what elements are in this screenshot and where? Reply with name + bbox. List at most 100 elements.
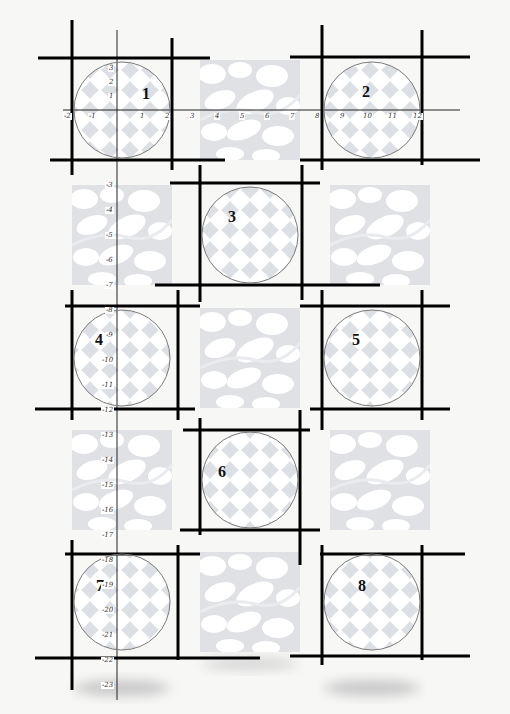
axis-tick-label: -19	[101, 582, 114, 589]
frame-line	[321, 545, 324, 665]
frame-line	[320, 553, 465, 556]
axis-tick-label: -20	[101, 607, 114, 614]
circle-number: 5	[352, 332, 360, 348]
circle-outline	[72, 60, 172, 160]
cloud-tile	[198, 552, 300, 655]
circle-outline	[72, 308, 172, 408]
circle-fill	[74, 310, 170, 406]
circle-number: 6	[218, 464, 226, 480]
cloud-tile	[198, 308, 300, 411]
axis-tick-label: -5	[105, 232, 114, 239]
frame-line	[199, 418, 202, 535]
frame-line	[177, 290, 180, 420]
axis-tick-label: -13	[101, 432, 114, 439]
axis-tick-label: 3	[108, 65, 114, 72]
cloud-tiles	[70, 60, 430, 655]
frame-line	[421, 290, 424, 420]
axis-tick-label: -1	[88, 113, 97, 120]
axis-tick-label: -23	[101, 682, 114, 689]
numbered-circle: 2	[322, 60, 422, 160]
frame-line	[177, 545, 180, 660]
x-axis	[63, 110, 460, 111]
cloud-tile	[328, 185, 430, 288]
frame-line	[183, 429, 310, 432]
frame-line	[171, 38, 174, 170]
frame-line	[421, 545, 424, 660]
frame-line	[301, 165, 304, 300]
axis-tick-label: -12	[101, 407, 114, 414]
frame-lines	[35, 20, 480, 690]
circle-outline-path	[74, 62, 170, 158]
shadows	[74, 658, 420, 696]
circle-fill	[74, 554, 170, 650]
axis-tick-label: -14	[101, 457, 114, 464]
circle-outline-path	[324, 310, 420, 406]
frame-line	[71, 540, 74, 690]
frame-line	[170, 182, 320, 185]
axis-tick-label: -9	[105, 332, 114, 339]
circle-outline-path	[202, 187, 298, 283]
axis-tick-label: 5	[239, 113, 245, 120]
axis-tick-label: 7	[289, 113, 295, 120]
axis-tick-label: -10	[101, 357, 114, 364]
shadow	[74, 680, 170, 696]
frame-line	[290, 655, 470, 658]
frame-line	[50, 159, 225, 162]
circle-number: 2	[362, 84, 370, 100]
frame-line	[155, 284, 380, 287]
axis-tick-label: 2	[164, 113, 170, 120]
axis-tick-label: 2	[108, 79, 114, 86]
circle-outline	[322, 60, 422, 160]
frame-line	[71, 290, 74, 420]
numbered-circle: 4	[72, 308, 172, 408]
frame-line	[65, 305, 200, 308]
axis-tick-label: 1	[139, 113, 145, 120]
circle-outline	[200, 185, 300, 285]
axis-tick-label: -7	[105, 282, 114, 289]
circle-outline-path	[74, 310, 170, 406]
axis-tick-label: -8	[105, 307, 114, 314]
axis-tick-label: -16	[101, 507, 114, 514]
axis-tick-label: -21	[101, 632, 114, 639]
frame-line	[299, 410, 302, 565]
cloud-tile	[70, 430, 172, 533]
circle-outline	[200, 430, 300, 530]
axis-tick-label: 12	[412, 113, 423, 120]
frame-line	[35, 408, 195, 411]
frame-line	[35, 657, 260, 660]
circle-number: 1	[142, 86, 150, 102]
axis-tick-label: -17	[101, 532, 114, 539]
shadow	[202, 658, 298, 670]
frame-line	[321, 290, 324, 430]
circle-fill	[324, 310, 420, 406]
axis-tick-label: -2	[63, 113, 72, 120]
axis-tick-label: -4	[105, 207, 114, 214]
axis-tick-label: 11	[387, 113, 398, 120]
axis-tick-label: 8	[314, 113, 320, 120]
circle-number: 4	[95, 332, 103, 348]
circle-outline-path	[324, 62, 420, 158]
axis-tick-label: 4	[214, 113, 220, 120]
numbered-circle: 6	[200, 430, 300, 530]
axis-tick-label: 10	[362, 113, 373, 120]
axis-tick-label: 6	[264, 113, 270, 120]
circle-fill	[202, 187, 298, 283]
shadow	[324, 680, 420, 696]
axis-tick-label: -11	[101, 382, 114, 389]
numbered-circle: 8	[322, 552, 422, 652]
axis-tick-label: 1	[108, 93, 114, 100]
frame-line	[321, 25, 324, 170]
numbered-circle: 7	[72, 552, 172, 652]
numbered-circle: 1	[72, 60, 172, 160]
circle-fill	[324, 554, 420, 650]
circle-fill	[202, 432, 298, 528]
axis-tick-label: -3	[105, 182, 114, 189]
axis-tick-label: 3	[189, 113, 195, 120]
frame-line	[310, 408, 450, 411]
axis-tick-label: -6	[105, 257, 114, 264]
circle-number: 8	[358, 578, 366, 594]
axis-tick-label: -22	[101, 657, 114, 664]
axis-tick-label: -15	[101, 482, 114, 489]
frame-line	[199, 165, 202, 302]
